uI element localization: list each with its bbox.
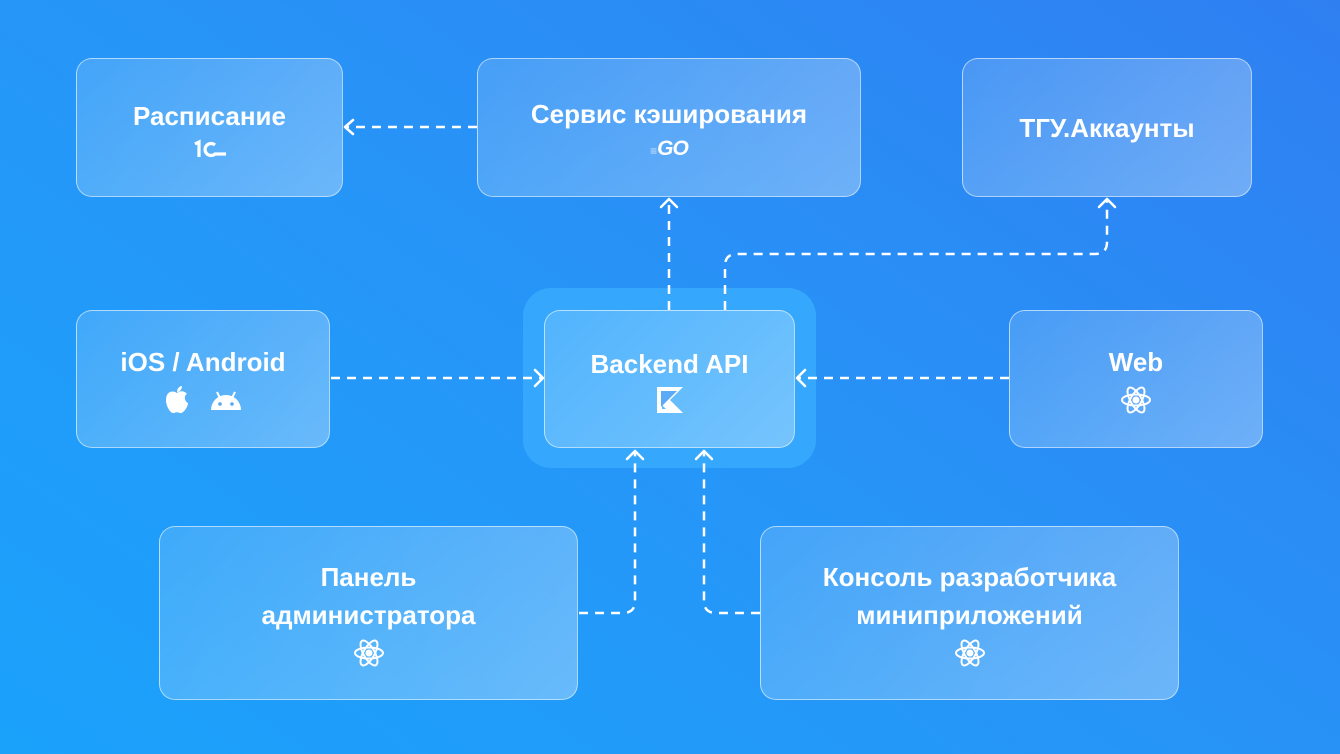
connector-backend-to-accounts [723, 200, 1109, 310]
node-developer-console: Консоль разработчика миниприложений [760, 526, 1179, 700]
node-title: Web [1108, 347, 1164, 377]
node-accounts: ТГУ.Аккаунты [962, 58, 1252, 197]
node-title-line1: Консоль разработчика [822, 562, 1117, 592]
backend-highlight [523, 288, 816, 468]
react-icon [353, 639, 384, 667]
arrow-head [795, 368, 807, 388]
node-title-line1: Панель [320, 562, 417, 592]
1c-logo-icon [193, 138, 226, 157]
react-icon [954, 639, 985, 667]
node-mobile: iOS / Android [76, 310, 330, 448]
node-title: Расписание [133, 100, 286, 131]
node-admin-panel: Панель администратора [159, 526, 578, 700]
arrow-head [694, 449, 714, 461]
kotlin-icon [656, 387, 683, 413]
node-backend-api: Backend API [544, 310, 795, 448]
go-logo-text: GO [657, 136, 689, 160]
arrow-head [343, 118, 355, 136]
arrow-head [659, 197, 679, 209]
react-icon [1121, 386, 1151, 414]
node-web: Web [1009, 310, 1263, 448]
node-title: ТГУ.Аккаунты [1019, 112, 1195, 143]
go-logo-icon: ≡GO [650, 136, 689, 160]
connector-console-to-backend [702, 452, 760, 615]
arrow-head [533, 368, 545, 388]
arrow-head [1097, 197, 1117, 209]
node-schedule: Расписание [76, 58, 343, 197]
node-title: Backend API [590, 349, 749, 379]
node-cache-service: Сервис кэширования ≡GO [477, 58, 861, 197]
node-title: iOS / Android [120, 347, 286, 377]
node-title-line2: администратора [261, 600, 476, 630]
node-title: Сервис кэширования [530, 98, 808, 129]
connector-admin-to-backend [579, 452, 637, 615]
node-title-line2: миниприложений [856, 600, 1083, 630]
apple-icon [166, 386, 188, 414]
android-icon [211, 391, 241, 410]
arrow-head [625, 449, 645, 461]
